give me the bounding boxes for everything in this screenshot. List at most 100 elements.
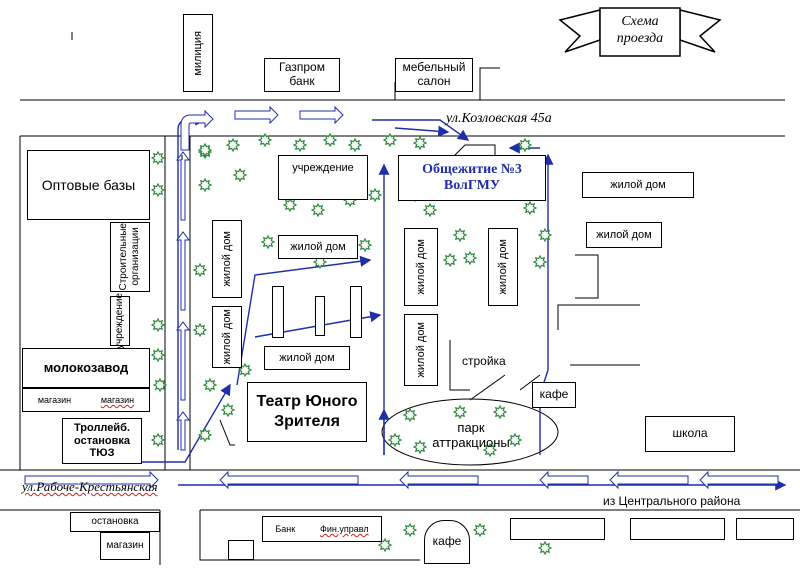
building-label: остановка [74,434,130,447]
building-blank [630,518,725,540]
building-shop-bottom: магазин [100,532,150,560]
building-residential-bottom: жилой дом [264,346,350,370]
building-residential-mid: жилой дом [278,235,358,259]
tree-icon [292,137,308,153]
tree-icon [537,227,553,243]
building-label: жилой дом [220,231,233,287]
tree-icon [412,439,428,455]
building-residential-center-1: жилой дом [404,228,438,306]
fence [219,419,235,446]
fence [557,304,640,330]
tree-icon [347,137,363,153]
tree-icon [197,177,213,193]
building-bus-stop: остановка [70,512,160,532]
tree-icon [442,252,458,268]
construction-site-label: стройка [462,354,506,368]
building-institution-top: учреждение [278,155,368,200]
tree-icon [537,540,553,556]
building-label: Театр Юного [256,393,358,410]
building-youth-theatre: Театр Юного Зрителя [247,382,367,442]
tree-icon [462,250,478,266]
park-outline [381,398,559,466]
building-label-line: организации [130,227,141,287]
building-residential-left-2: жилой дом [212,306,242,368]
building-institution-vertical: учреждение [110,293,130,349]
tree-icon [257,132,273,148]
tree-icon [150,182,166,198]
tree-icon [192,322,208,338]
building-furniture-salon: мебельный салон [395,58,473,92]
tree-icon [237,362,253,378]
tree-icon [232,167,248,183]
garage [350,286,362,338]
tree-icon [225,137,241,153]
building-label: банк [289,74,315,88]
building-cafe-bottom: кафе [424,520,470,564]
building-label: милиция [191,30,204,76]
tree-icon [452,404,468,420]
building-label: жилой дом [414,239,427,295]
tree-icon [507,432,523,448]
tree-icon [150,432,166,448]
tree-icon [422,202,438,218]
tree-icon [377,537,393,553]
banner-shape [558,7,722,57]
fence [454,144,496,156]
tree-icon [532,254,548,270]
tree-icon [482,442,498,458]
building-label: салон [417,74,451,88]
park-label-line: аттракционы [432,435,510,450]
tree-icon [402,407,418,423]
park-label: парк аттракционы [428,420,514,450]
building-label: Общежитие №3 [422,161,522,177]
building-label: магазин [100,394,135,405]
building-label: жилой дом [414,322,427,378]
garage [315,296,325,336]
building-residential-center-3: жилой дом [404,314,438,386]
tree-icon [412,135,428,151]
building-label: Зрителя [274,413,340,430]
building-bank-finance: Банк Фин.управл [262,516,382,542]
tree-icon [202,377,218,393]
fence [469,374,506,401]
tree-icon [150,347,166,363]
building-label: мебельный [402,60,466,75]
fence [199,510,420,561]
garage [272,286,284,338]
tree-icon [357,237,373,253]
building-police: милиция [183,14,213,92]
tree-icon [197,427,213,443]
building-residential-left-1: жилой дом [212,220,242,298]
tree-icon [387,432,403,448]
direction-label-central-district: из Центрального района [603,494,741,508]
street-label-rabochekrestyanskaya: ул.Рабоче-Крестьянская [22,479,158,494]
building-label: ВолГМУ [443,178,501,193]
street-label-kozlovskaya: ул.Козловская 45а [446,111,552,126]
building-label: учреждение [114,293,126,349]
fence [449,340,470,391]
building-blank [510,518,605,540]
tree-icon [260,234,276,250]
banner-title: Схема проезда [600,13,680,47]
banner-line: проезда [616,31,664,46]
building-label: ТЮЗ [89,447,115,460]
tree-icon [472,522,488,538]
tree-icon [367,187,383,203]
tree-icon [192,262,208,278]
banner-line: Схема [621,14,659,29]
building-dormitory-3: Общежитие №3 ВолГМУ [398,155,546,201]
building-label: Фин.управл [320,523,369,534]
tree-icon [197,142,213,158]
building-dairy: молокозавод [22,348,150,388]
building-label: Троллейб. [73,422,131,435]
building-label: магазин [37,394,72,405]
tree-icon [382,132,398,148]
trolleybus-stop: Троллейб. остановка ТЮЗ [62,418,142,464]
fence [575,254,599,299]
tree-icon [402,522,418,538]
park-label-line: парк [457,420,485,435]
